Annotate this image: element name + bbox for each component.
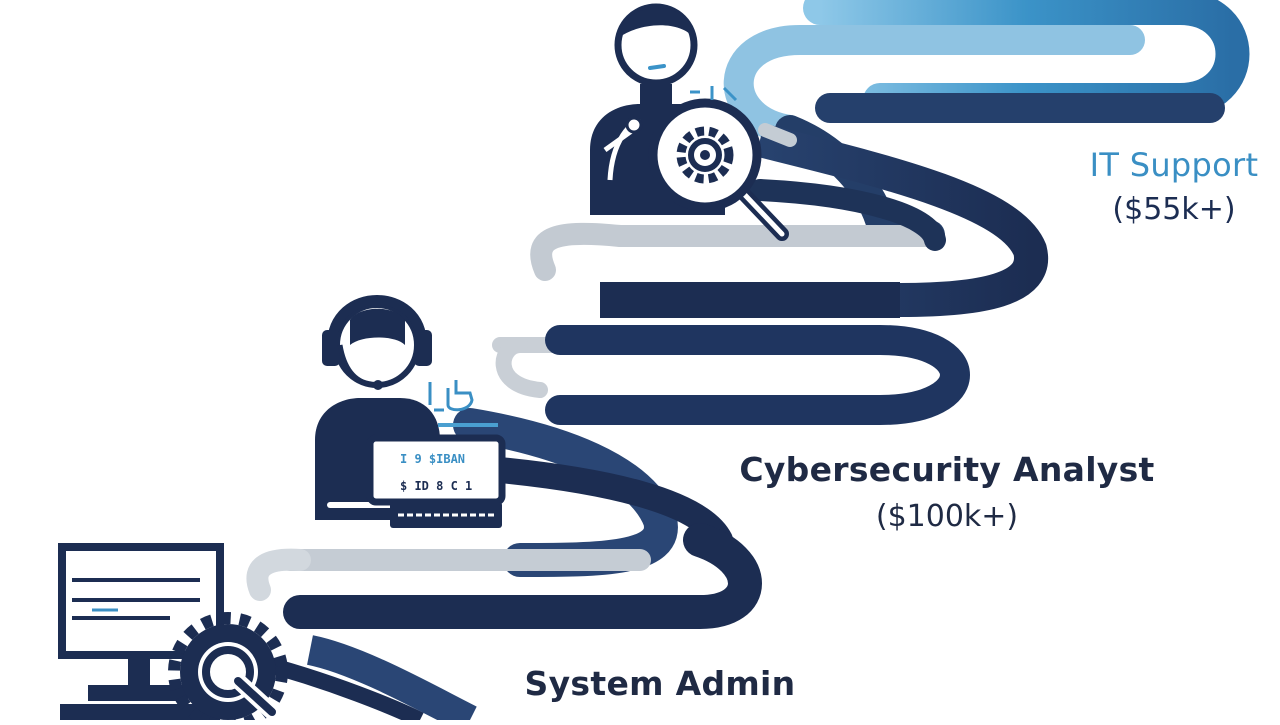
headset-laptop-icon: I 9 $IBAN $ ID 8 C 1 [366,434,506,528]
role-title: IT Support [1089,146,1259,184]
step-it-support: IT Support ($55k+) [1068,146,1280,227]
sysadmin-figure [58,543,288,725]
step-system-admin: System Admin [510,664,810,703]
magnifier-gear-icon [648,98,789,241]
salary-range: ($55k+) [1112,192,1236,227]
monitor-gear-icon [58,543,288,725]
it-support-figure [590,3,797,241]
pointer-hand-icon [428,380,474,412]
path-ribbon-top [723,0,1250,145]
path-ribbon-bottom [246,523,762,725]
step-cybersecurity-analyst: Cybersecurity Analyst ($100k+) [724,450,1170,534]
role-title: System Admin [524,664,796,703]
salary-range: ($100k+) [875,499,1019,534]
screen-line-2: $ ID 8 C 1 [400,479,472,493]
screen-line-1: I 9 $IBAN [400,452,465,466]
path-ribbon-middle [530,115,1048,317]
role-title: Cybersecurity Analyst [739,450,1155,489]
analyst-figure: I 9 $IBAN $ ID 8 C 1 [315,295,506,528]
